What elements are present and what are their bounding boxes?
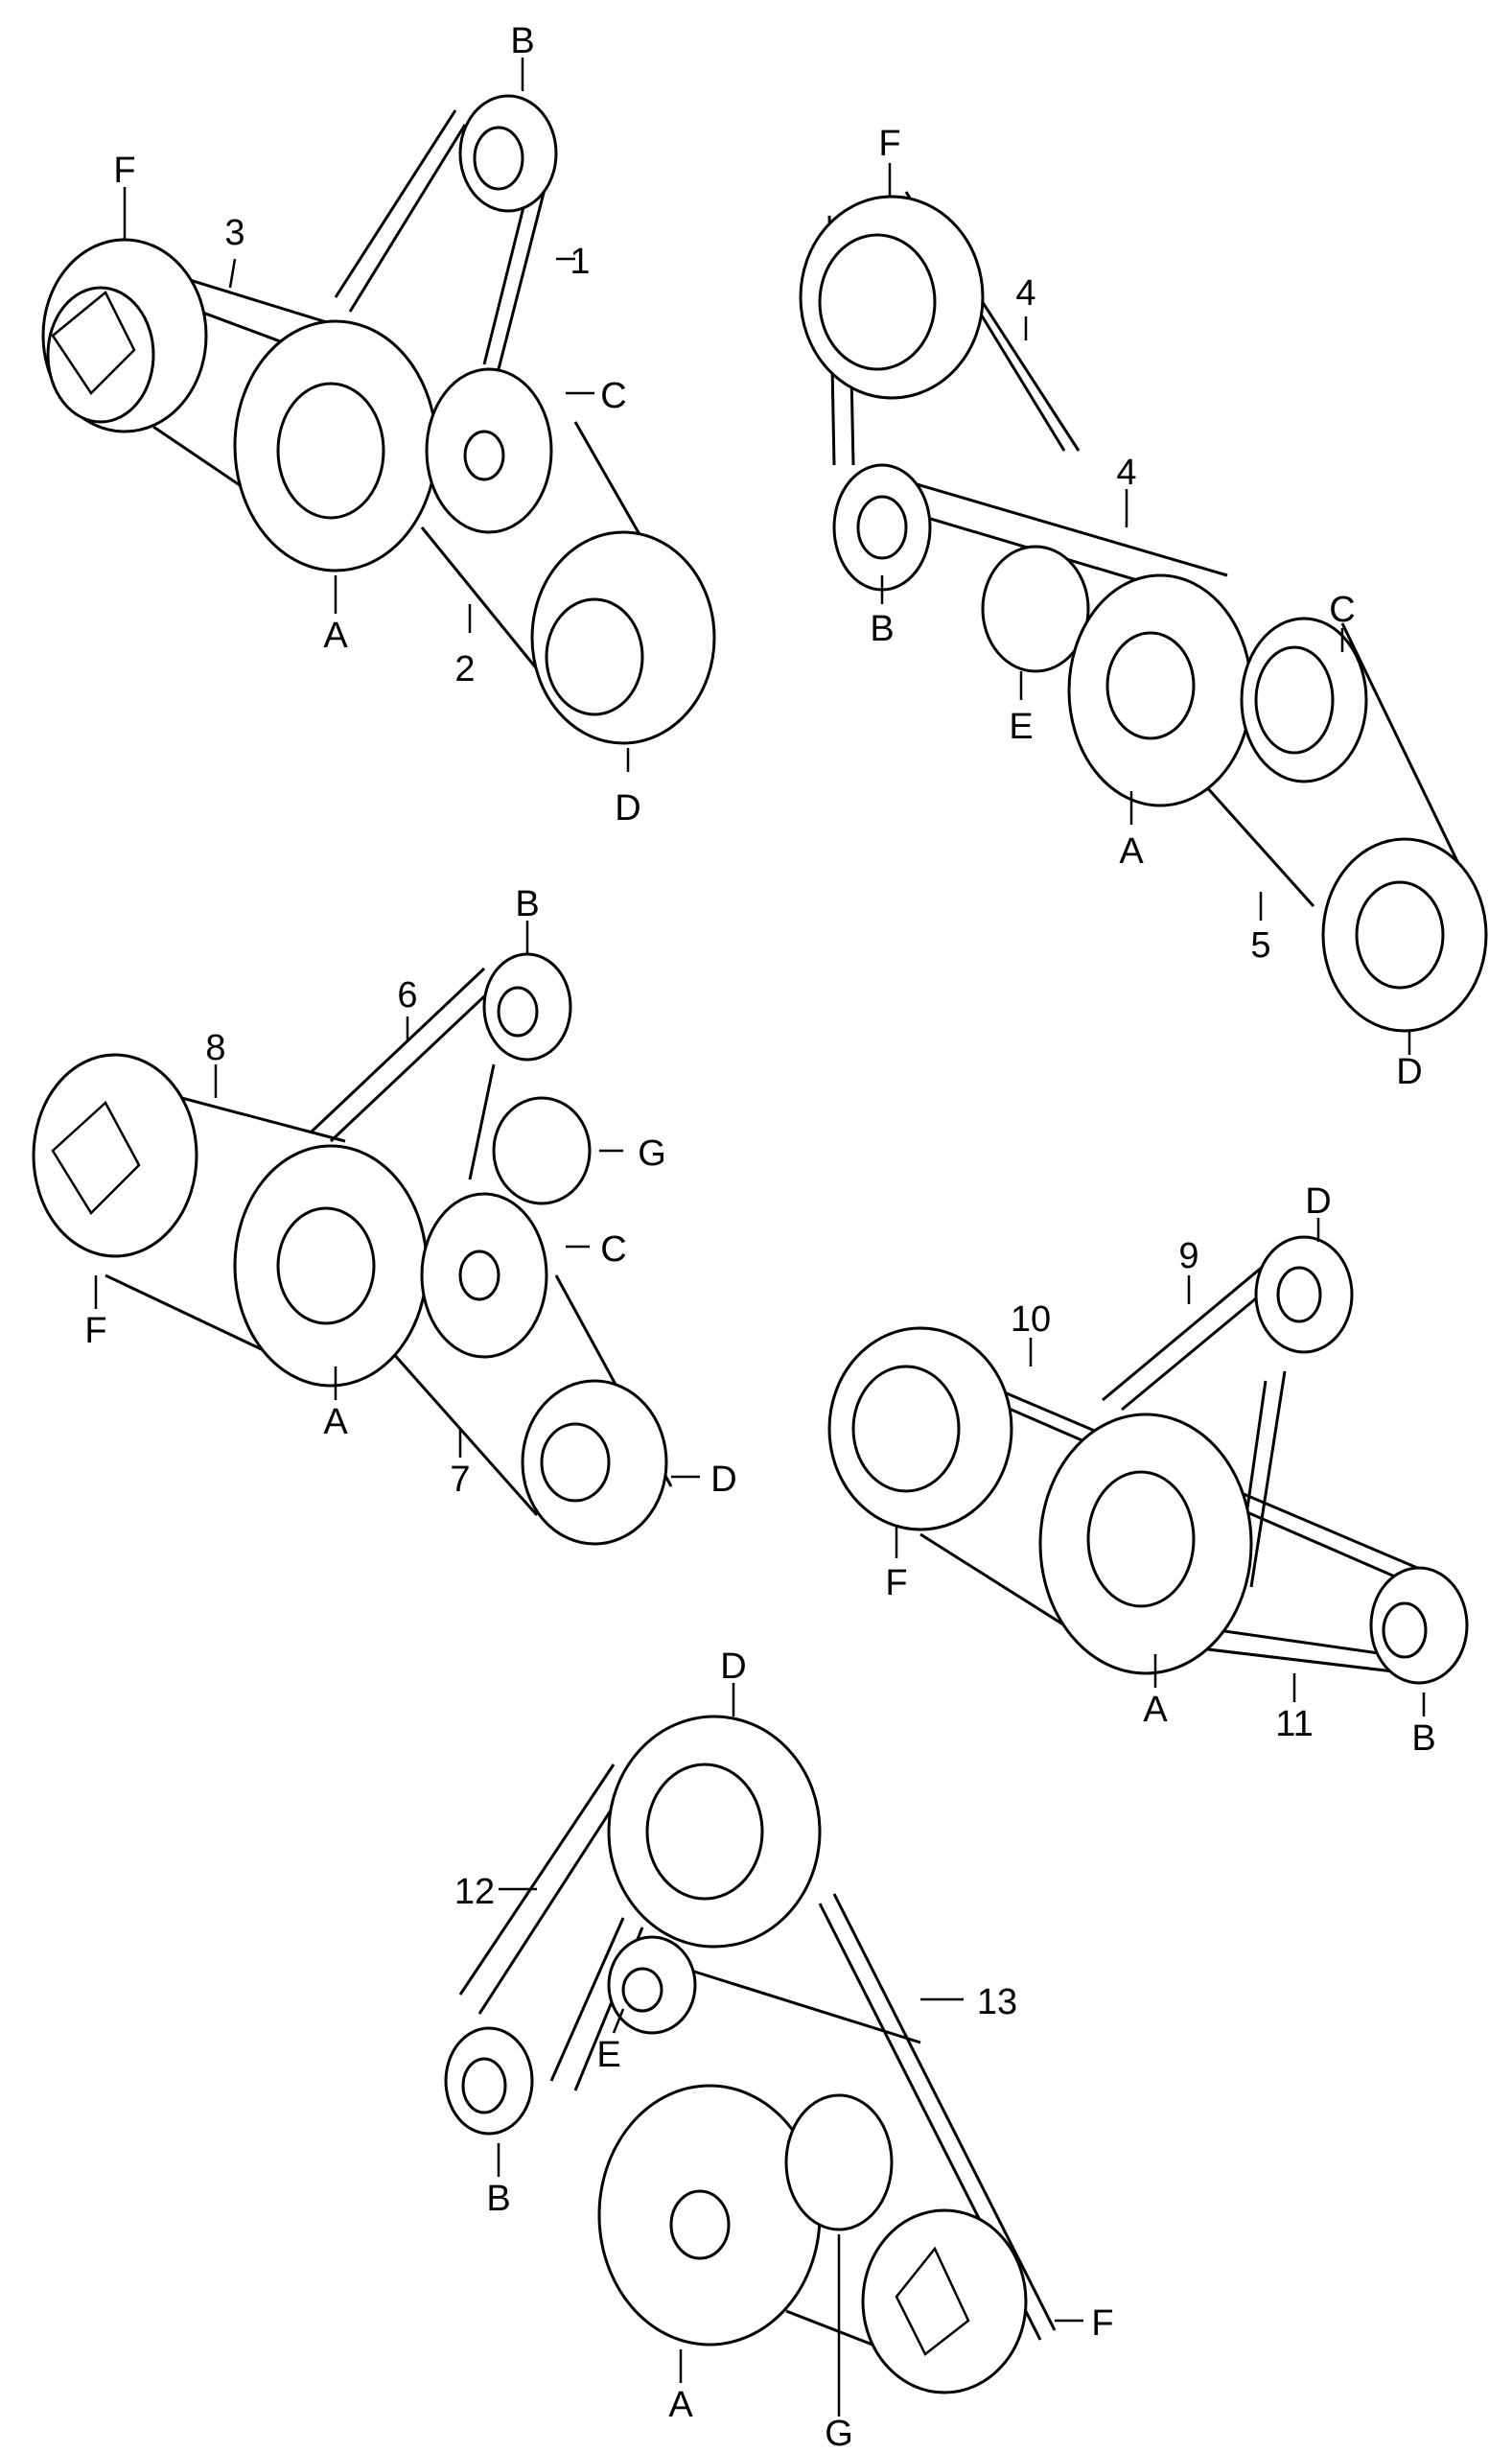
diagram-5: D 12 13 E B A F G [444, 1646, 1114, 2452]
pulley-B-inner [497, 986, 539, 1038]
pulley-B-inner [461, 2057, 507, 2114]
pulley-D-inner [1276, 1266, 1322, 1323]
diagram-4: D 9 10 F A 11 B [827, 1181, 1469, 1759]
pulley-F [32, 1053, 198, 1258]
label-D: D [1396, 1052, 1422, 1092]
pulley-A-inner [276, 382, 385, 520]
label-belt-7: 7 [450, 1460, 470, 1500]
label-B: B [486, 2179, 510, 2219]
pulley-B-inner [1382, 1601, 1428, 1659]
pulley-C-inner [458, 1249, 500, 1301]
pulley-B-inner [473, 126, 524, 191]
label-F: F [113, 151, 135, 191]
label-G: G [638, 1133, 666, 1174]
label-A: A [1119, 831, 1144, 872]
label-belt-9: 9 [1178, 1236, 1198, 1276]
pulley-D-inner [545, 597, 644, 716]
label-belt-6: 6 [397, 975, 417, 1016]
pulley-A-inner [276, 1206, 376, 1325]
label-belt-13: 13 [977, 1982, 1017, 2022]
label-C: C [600, 376, 626, 416]
pulley-F [861, 2208, 1028, 2394]
label-B: B [870, 609, 894, 649]
label-C: C [1329, 590, 1355, 630]
label-belt-12: 12 [454, 1872, 495, 1912]
pulley-D-inner [540, 1422, 611, 1503]
belt-13 [675, 1893, 1057, 2380]
bracket-F [51, 1100, 141, 1216]
label-F: F [885, 1563, 907, 1603]
label-belt-10: 10 [1011, 1299, 1051, 1340]
diagram-1: B F 3 1 C A 2 D [41, 21, 716, 829]
label-A: A [323, 616, 348, 656]
label-F: F [878, 124, 900, 164]
label-E: E [1009, 707, 1033, 747]
label-D: D [615, 788, 640, 829]
label-belt-5: 5 [1250, 925, 1270, 966]
pulley-F-inner [46, 286, 155, 424]
label-belt-4: 4 [1015, 273, 1035, 314]
pulley-A-inner [669, 2189, 731, 2260]
pulley-A-inner [1105, 631, 1196, 740]
pulley-D-inner [645, 1763, 764, 1901]
leaders-3 [94, 921, 700, 1479]
leaders-2 [880, 163, 1411, 1055]
label-belt-2: 2 [454, 649, 475, 689]
bracket-F [895, 2246, 970, 2356]
diagram-3: B 6 8 G C F A 7 D [32, 884, 737, 1546]
label-D: D [1305, 1181, 1331, 1222]
belt-12 [458, 1763, 644, 2091]
pulley-E-inner [621, 1967, 663, 2013]
label-E: E [596, 2035, 620, 2075]
pulley-A-inner [1086, 1470, 1196, 1608]
pulley-D-inner [1355, 880, 1445, 990]
pulley-G [492, 1096, 592, 1205]
label-A: A [1143, 1690, 1168, 1730]
bracket-F [51, 291, 136, 395]
label-D: D [720, 1646, 746, 1687]
label-belt-8: 8 [205, 1028, 225, 1068]
pulley-C-inner [463, 430, 505, 481]
label-B: B [1411, 1718, 1435, 1759]
belt-9 [1102, 1254, 1291, 1588]
leaders-4 [895, 1218, 1426, 1716]
pulley-C-inner [1254, 645, 1335, 755]
label-G: G [825, 2414, 853, 2452]
label-B: B [515, 884, 539, 924]
label-A: A [323, 1402, 348, 1442]
leaders-5 [497, 1683, 1083, 2417]
pulley-F-inner [818, 233, 937, 371]
label-belt-3: 3 [224, 213, 244, 253]
belt-1 [334, 109, 553, 370]
leaders-1 [123, 58, 630, 772]
label-belt-4: 4 [1116, 453, 1136, 493]
pulley-G [784, 2093, 894, 2231]
label-C: C [600, 1229, 626, 1270]
label-belt-11: 11 [1275, 1704, 1313, 1744]
label-B: B [510, 21, 534, 61]
label-F: F [84, 1311, 106, 1351]
pulley-E [981, 545, 1090, 673]
belt-6 [310, 967, 500, 1180]
pulley-F-inner [851, 1365, 961, 1493]
label-F: F [1091, 2303, 1113, 2344]
label-D: D [710, 1460, 736, 1500]
label-belt-1: 1 [570, 242, 590, 282]
diagram-2: F 4 4 B C E A 5 D [799, 124, 1488, 1092]
pulley-B-inner [856, 495, 908, 560]
label-A: A [668, 2385, 693, 2425]
